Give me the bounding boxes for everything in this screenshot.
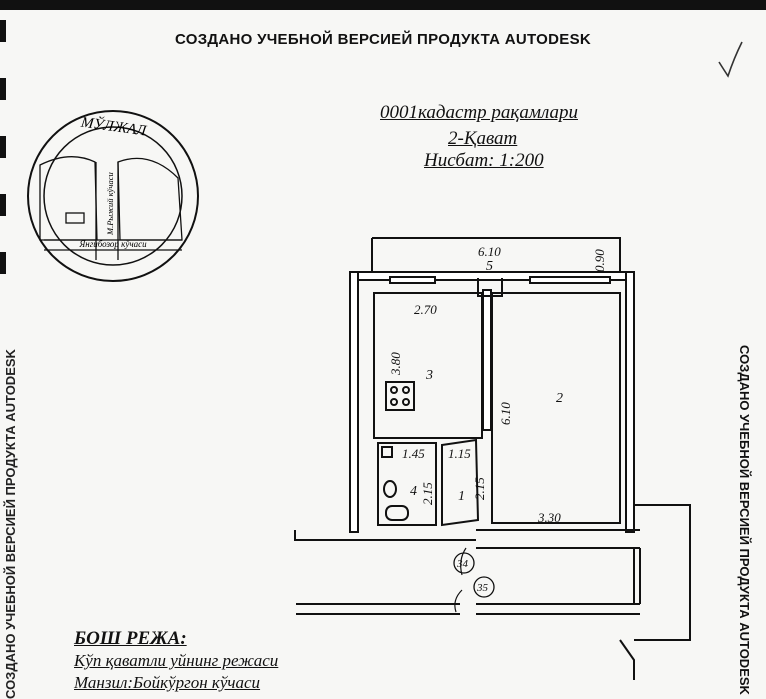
room-number: 2: [556, 391, 563, 406]
cadastre-label: 0001кадастр рақамлари: [380, 102, 578, 123]
dim-kitchen-width: 2.70: [414, 302, 437, 317]
dim-kitchen-length: 3.80: [388, 352, 403, 376]
room-number: 1: [458, 489, 465, 504]
floor-label: 2-Қават: [448, 128, 518, 149]
stair-label: 35: [476, 582, 489, 594]
room-number: 4: [410, 484, 417, 499]
legend-heading: БОШ РЕЖА:: [74, 628, 187, 649]
location-map: МЎЛЖАЛ М.Рыжий кўчаси Янгибозор кўчаси: [27, 110, 199, 282]
dim-room-length: 6.10: [498, 402, 513, 425]
room-number: 3: [425, 368, 433, 383]
map-street-vertical: М.Рыжий кўчаси: [105, 172, 115, 236]
checkmark-icon: [718, 41, 743, 78]
dim-bath-width: 1.45: [402, 446, 425, 461]
dim-room-width: 3.30: [537, 510, 561, 525]
dim-corridor-length: 2.15: [472, 477, 487, 500]
dim-balcony-depth: 0.90: [592, 249, 607, 272]
dim-bath-length: 2.15: [420, 482, 435, 505]
dim-balcony-length: 6.10: [478, 244, 501, 259]
watermark-top: СОЗДАНО УЧЕБНОЙ ВЕРСИЕЙ ПРОДУКТА AUTODES…: [174, 31, 592, 48]
stair-label: 34: [456, 558, 469, 570]
room-number: 5: [486, 259, 493, 274]
map-street-horizontal: Янгибозор кўчаси: [78, 239, 147, 249]
legend: БОШ РЕЖА: Кўп қаватли уйнинг режаси Манз…: [74, 628, 278, 694]
scale-label: Нисбат: 1:200: [424, 150, 544, 171]
legend-line-2: Манзил:Бойкўргон кўчаси: [74, 673, 261, 692]
left-edge-marks: [0, 20, 6, 310]
legend-line-1: Кўп қаватли уйнинг режаси: [74, 651, 279, 670]
map-title: МЎЛЖАЛ: [79, 112, 148, 139]
dim-corridor-width: 1.15: [448, 446, 471, 461]
scan-top-edge: [0, 0, 766, 10]
